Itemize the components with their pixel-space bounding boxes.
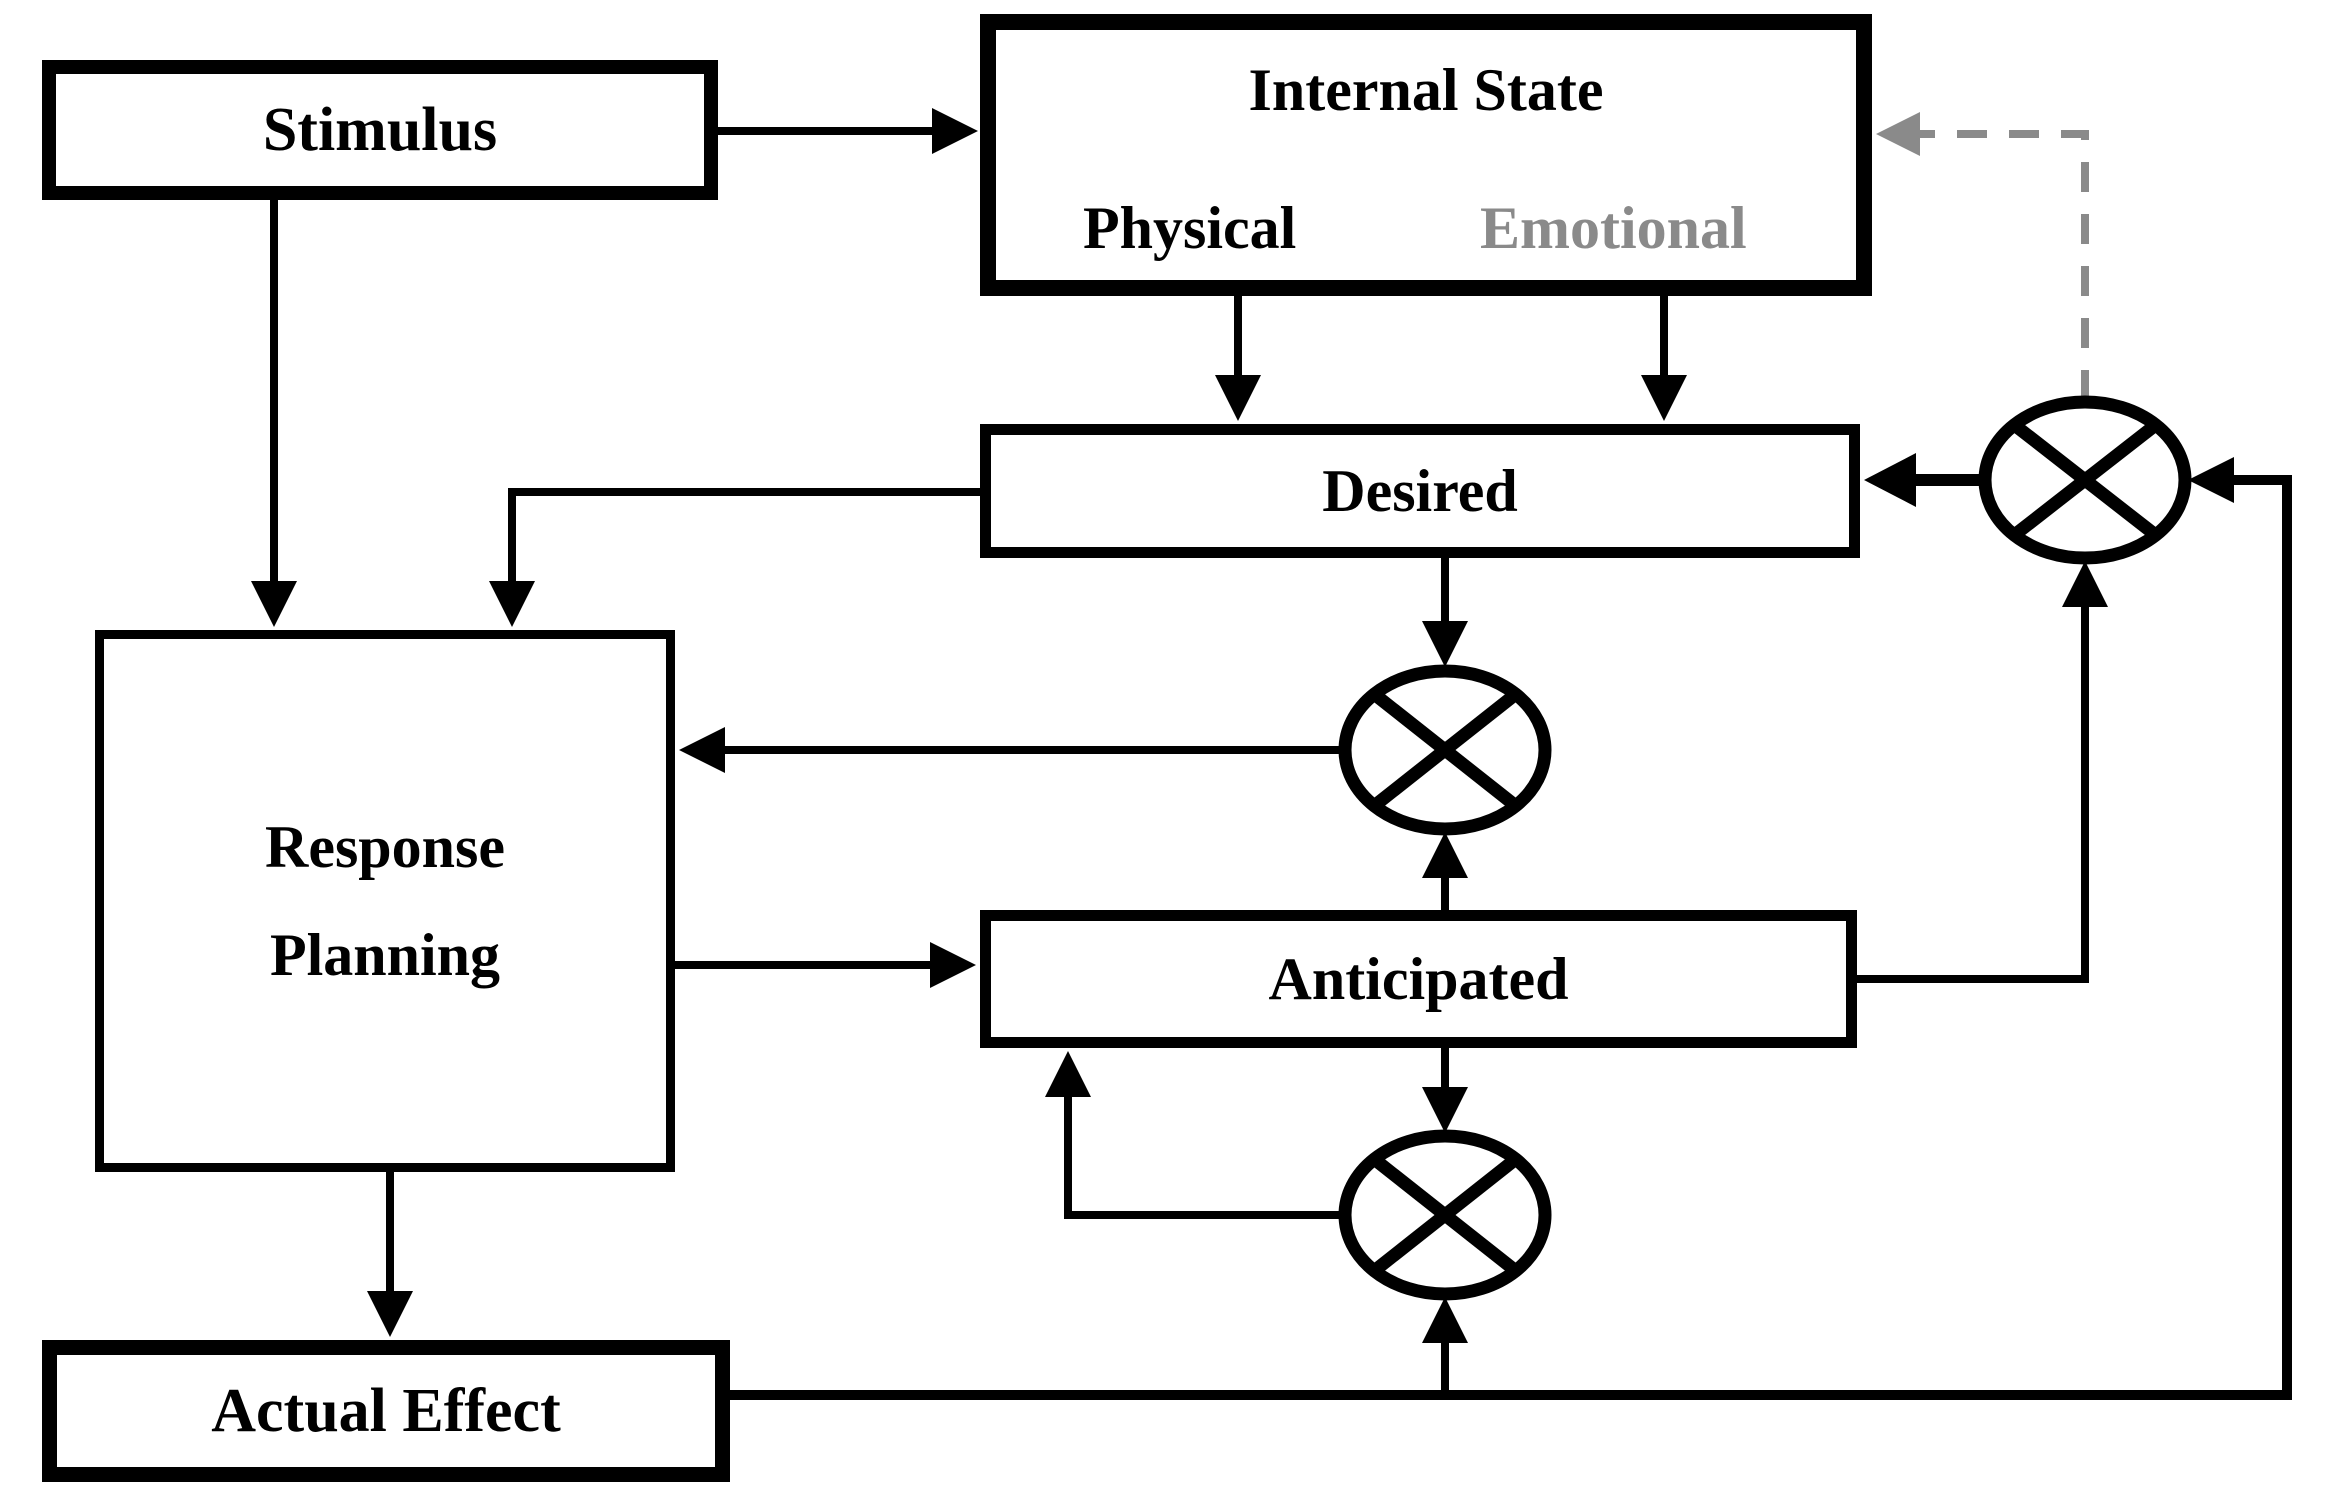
edge-right-comparator-to-desired bbox=[1864, 453, 1985, 507]
anticipated-label: Anticipated bbox=[1268, 945, 1569, 1012]
actual-effect-box: Actual Effect bbox=[42, 1340, 730, 1482]
emotional-label: Emotional bbox=[1480, 195, 1747, 261]
bottom-comparator-cross-line-2 bbox=[1370, 1154, 1520, 1276]
arrowhead-icon-response-planning-to-actual-effect bbox=[367, 1291, 413, 1337]
anticipated-box: Anticipated bbox=[980, 910, 1857, 1048]
arrowhead-icon-actual-effect-to-right-comparator bbox=[2188, 457, 2234, 503]
edge-line-bottom-comparator-to-anticipated bbox=[1064, 1097, 1345, 1219]
edge-physical-to-desired bbox=[1215, 296, 1261, 421]
mid-comparator-cross-line-2 bbox=[1370, 689, 1520, 811]
edge-line-anticipated-to-right-comparator bbox=[1857, 607, 2089, 983]
internal-state-title: Internal State bbox=[1248, 57, 1604, 123]
edge-stimulus-to-internal-state bbox=[718, 108, 978, 154]
edge-right-comparator-to-internal-state bbox=[1876, 112, 2089, 400]
edge-anticipated-to-right-comparator bbox=[1857, 561, 2108, 983]
physical-label: Physical bbox=[1083, 195, 1297, 261]
actual-effect-label: Actual Effect bbox=[211, 1376, 561, 1445]
arrowhead-icon-anticipated-to-right-comparator bbox=[2062, 561, 2108, 607]
edge-line-desired-to-response-planning bbox=[508, 488, 980, 581]
arrowhead-icon-stimulus-to-response-planning bbox=[251, 581, 297, 627]
edge-desired-to-mid-comparator bbox=[1422, 558, 1468, 667]
edge-anticipated-to-mid-comparator bbox=[1422, 832, 1468, 910]
stimulus-label: Stimulus bbox=[262, 95, 498, 164]
desired-label: Desired bbox=[1322, 457, 1518, 524]
edge-actual-effect-to-bottom-comparator bbox=[1422, 1297, 1468, 1395]
response-planning-label-line1: Response bbox=[264, 814, 506, 880]
bottom-comparator-circled-cross-icon bbox=[1338, 1129, 1552, 1301]
arrowhead-icon-bottom-comparator-to-anticipated bbox=[1045, 1051, 1091, 1097]
arrowhead-icon-anticipated-to-bottom-comparator bbox=[1422, 1087, 1468, 1133]
edge-line-actual-effect-to-right-comparator bbox=[730, 475, 2292, 1400]
response-planning-box: Response Planning bbox=[95, 630, 675, 1172]
edge-response-planning-to-anticipated bbox=[675, 942, 976, 988]
arrowhead-icon-actual-effect-to-bottom-comparator bbox=[1422, 1297, 1468, 1343]
desired-box: Desired bbox=[980, 424, 1860, 558]
edge-stimulus-to-response-planning bbox=[251, 200, 297, 627]
arrowhead-icon-stimulus-to-internal-state bbox=[932, 108, 978, 154]
arrowhead-icon-response-planning-to-anticipated bbox=[930, 942, 976, 988]
arrowhead-icon-desired-to-mid-comparator bbox=[1422, 621, 1468, 667]
arrowhead-icon-emotional-to-desired bbox=[1641, 375, 1687, 421]
mid-comparator-circled-cross-icon bbox=[1338, 664, 1552, 836]
edge-line-right-comparator-to-internal-state bbox=[1920, 130, 2089, 400]
response-planning-label-line2: Planning bbox=[269, 922, 501, 988]
edge-anticipated-to-bottom-comparator bbox=[1422, 1048, 1468, 1133]
right-comparator-cross-line-2 bbox=[2010, 419, 2160, 541]
edge-emotional-to-desired bbox=[1641, 296, 1687, 421]
edge-bottom-comparator-to-anticipated bbox=[1045, 1051, 1345, 1219]
right-comparator-circled-cross-icon bbox=[1978, 395, 2192, 565]
internal-state-box: Internal State Physical Emotional bbox=[980, 14, 1872, 296]
arrowhead-icon-right-comparator-to-internal-state bbox=[1876, 112, 1920, 156]
arrowhead-icon-physical-to-desired bbox=[1215, 375, 1261, 421]
edge-mid-comparator-to-response-planning bbox=[679, 727, 1345, 773]
stimulus-box: Stimulus bbox=[42, 60, 718, 200]
edge-response-planning-to-actual-effect bbox=[367, 1172, 413, 1337]
edge-actual-effect-to-right-comparator bbox=[730, 457, 2292, 1400]
arrowhead-icon-right-comparator-to-desired bbox=[1864, 453, 1916, 507]
arrowhead-icon-mid-comparator-to-response-planning bbox=[679, 727, 725, 773]
arrowhead-icon-anticipated-to-mid-comparator bbox=[1422, 832, 1468, 878]
arrowhead-icon-desired-to-response-planning bbox=[489, 581, 535, 627]
edge-desired-to-response-planning bbox=[489, 488, 980, 627]
